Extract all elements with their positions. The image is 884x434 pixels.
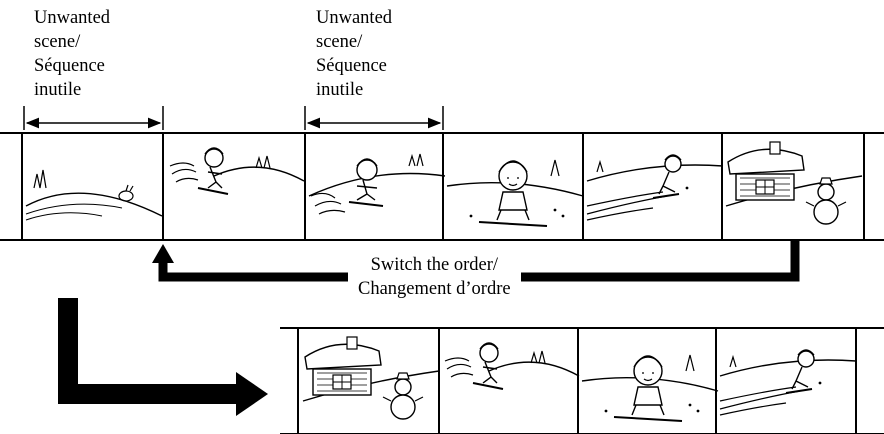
caption-line: Switch the order/	[370, 255, 498, 275]
frame-skier-front	[446, 159, 584, 227]
edited-frame-skier-front	[581, 354, 719, 422]
frame-skier-crouching	[308, 153, 446, 215]
original-tape	[0, 132, 884, 241]
unwanted-span-2	[304, 106, 444, 130]
frame-house-snowman	[725, 141, 863, 225]
edited-frame-house-snowman	[302, 336, 440, 420]
edited-tape	[280, 327, 884, 434]
result-arrow	[58, 298, 268, 416]
label-line: Séquence	[34, 56, 105, 76]
label-line: scene/	[316, 32, 363, 52]
frame-hill-rabbit	[25, 169, 163, 221]
unwanted-scene-label-2: Unwanted scene/ Séquence inutile	[316, 6, 392, 102]
label-line: Séquence	[316, 56, 387, 76]
frame-skier-downhill	[586, 154, 724, 221]
label-line: Unwanted	[34, 8, 111, 28]
label-line: inutile	[34, 80, 82, 100]
edited-frame-skier-downhill	[719, 349, 857, 416]
frame-skier-jumping	[169, 147, 305, 195]
label-line: inutile	[316, 80, 364, 100]
caption-line: Changement d’ordre	[358, 279, 511, 299]
unwanted-span-1	[23, 106, 164, 130]
edited-frame-skier-jumping	[444, 342, 580, 390]
switch-order-caption: Switch the order/ Changement d’ordre	[348, 253, 521, 301]
label-line: scene/	[34, 32, 81, 52]
label-line: Unwanted	[316, 8, 393, 28]
unwanted-scene-label-1: Unwanted scene/ Séquence inutile	[34, 6, 110, 102]
